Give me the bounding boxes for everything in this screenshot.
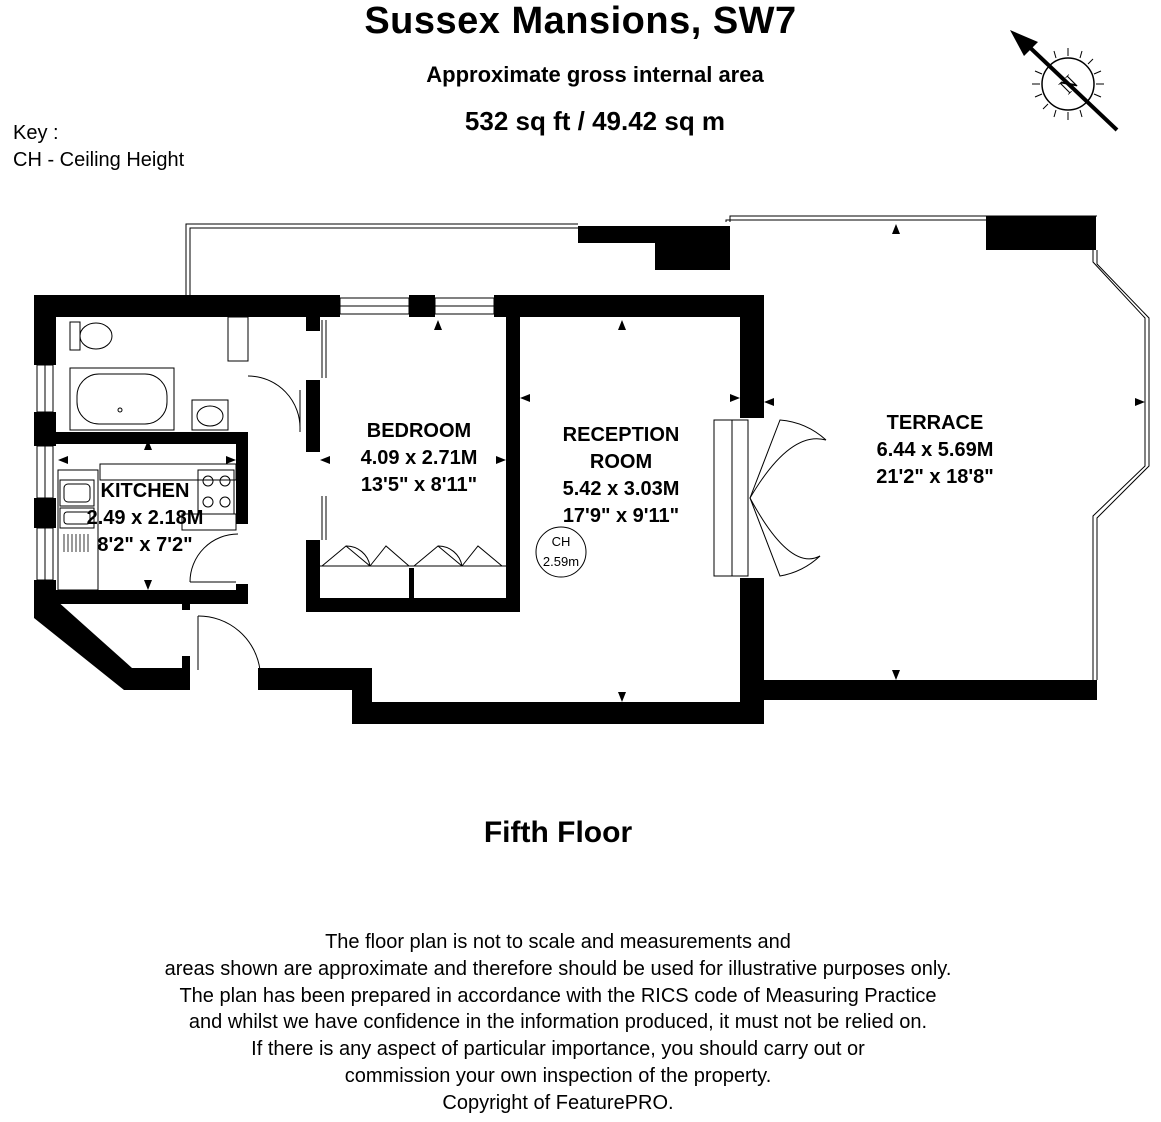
disclaimer-line: The plan has been prepared in accordance…: [179, 984, 937, 1007]
kitchen-name: KITCHEN: [101, 480, 190, 502]
dimension-markers: [58, 224, 1145, 702]
room-kitchen: KITCHEN 2.49 x 2.18M 8'2" x 7'2": [87, 480, 204, 556]
ceiling-height-marker: CH 2.59m: [535, 526, 587, 578]
key-heading: Key :: [13, 122, 59, 144]
bedroom-imperial: 13'5" x 8'11": [361, 474, 477, 496]
terrace-imperial: 21'2" x 18'8": [876, 466, 993, 488]
sink-icon: [59, 479, 95, 552]
floor-label: Fifth Floor: [483, 816, 633, 849]
key-legend: Key : CH - Ceiling Height: [13, 120, 184, 174]
room-terrace: TERRACE 6.44 x 5.69M 21'2" x 18'8": [876, 412, 993, 488]
toilet-icon: [69, 321, 113, 351]
plan-title: Sussex Mansions, SW7: [364, 0, 797, 42]
disclaimer-line: and whilst we have confidence in the inf…: [188, 1011, 928, 1034]
disclaimer: The floor plan is not to scale and measu…: [0, 929, 1116, 1117]
disclaimer-line: areas shown are approximate and therefor…: [164, 957, 952, 980]
bedroom-name: BEDROOM: [367, 420, 471, 442]
fixtures: [57, 321, 237, 591]
doors: [189, 316, 827, 671]
walls: [34, 216, 1097, 724]
bathtub-icon: [69, 367, 175, 431]
hob-icon: [197, 469, 235, 515]
reception-imperial: 17'9" x 9'11": [563, 505, 679, 527]
basin-icon: [191, 399, 229, 431]
disclaimer-line: If there is any aspect of particular imp…: [251, 1038, 865, 1061]
ceiling-height-value: 2.59m: [543, 554, 579, 569]
kitchen-metric: 2.49 x 2.18M: [87, 507, 204, 529]
area-label: Approximate gross internal area: [426, 62, 764, 87]
room-bedroom: BEDROOM 4.09 x 2.71M 13'5" x 8'11": [361, 420, 478, 496]
disclaimer-line: Copyright of FeaturePRO.: [442, 1091, 674, 1114]
room-reception: RECEPTION ROOM 5.42 x 3.03M 17'9" x 9'11…: [563, 424, 680, 527]
ceiling-height-label: CH: [552, 534, 571, 549]
reception-metric: 5.42 x 3.03M: [563, 478, 680, 500]
area-value: 532 sq ft / 49.42 sq m: [464, 106, 726, 136]
north-arrow-icon: N: [1010, 30, 1119, 132]
reception-name-2: ROOM: [590, 451, 652, 473]
key-entry: CH - Ceiling Height: [13, 149, 185, 171]
windows: [36, 297, 749, 581]
disclaimer-line: commission your own inspection of the pr…: [344, 1064, 772, 1087]
bedroom-metric: 4.09 x 2.71M: [361, 447, 478, 469]
terrace-metric: 6.44 x 5.69M: [877, 439, 994, 461]
disclaimer-line: The floor plan is not to scale and measu…: [325, 931, 791, 953]
terrace-name: TERRACE: [887, 412, 984, 434]
terrace-outline: [185, 215, 1150, 680]
reception-name-1: RECEPTION: [563, 424, 680, 446]
kitchen-imperial: 8'2" x 7'2": [97, 534, 192, 556]
